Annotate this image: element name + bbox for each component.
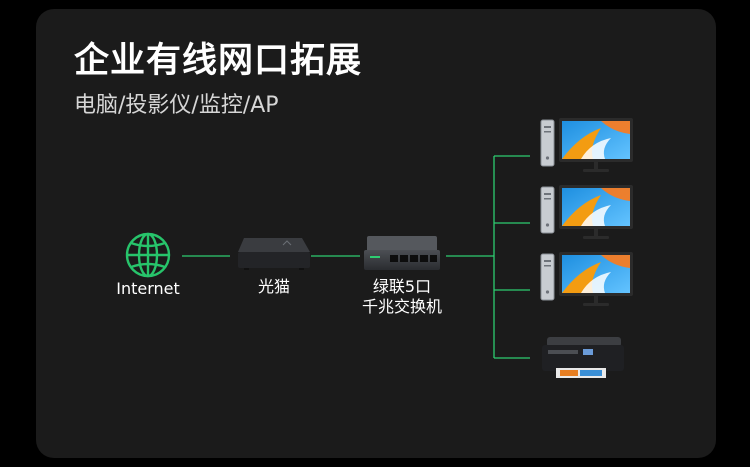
- internet-label: Internet: [116, 279, 180, 298]
- pc-monitor-icon-3: [540, 251, 634, 307]
- connector-lines: [182, 155, 530, 359]
- pc-monitor-icon-2: [540, 184, 634, 240]
- printer-icon: [542, 337, 624, 378]
- internet-globe-icon: [125, 232, 171, 278]
- modem-icon: [238, 238, 310, 270]
- page-subtitle: 电脑/投影仪/监控/AP: [74, 93, 279, 118]
- pc-monitor-icon-1: [540, 117, 634, 173]
- switch-label-line2: 千兆交换机: [361, 297, 442, 316]
- switch-label-line1: 绿联5口: [372, 277, 432, 296]
- page-title: 企业有线网口拓展: [74, 41, 363, 81]
- modem-label: 光猫: [257, 277, 290, 296]
- switch-icon: [364, 236, 440, 270]
